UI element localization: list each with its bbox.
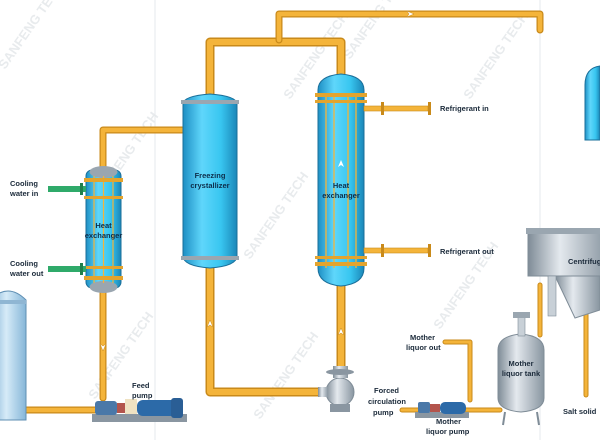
cooling-water-out-label-2: water out xyxy=(9,269,44,278)
heat-exchanger-left-label-2: exchanger xyxy=(85,231,123,240)
heat-exchanger-main xyxy=(315,73,431,287)
salt-solid-label: Salt solid xyxy=(563,407,597,416)
refrigerant-out-label: Refrigerant out xyxy=(440,247,494,256)
upper-right-tank xyxy=(584,65,600,141)
mother-liquor-tank-label-1: Mother xyxy=(509,359,534,368)
watermarks: SANFENG TECH SANFENG TECH SANFENG TECH S… xyxy=(0,0,531,422)
heat-exchanger-left-label-1: Heat xyxy=(95,221,112,230)
feed-pump-label-2: pump xyxy=(132,391,153,400)
forced-circulation-pump-label-3: pump xyxy=(373,408,394,417)
refrigerant-in-nozzle xyxy=(363,105,429,112)
centrifuge xyxy=(526,228,600,319)
refrigerant-out-nozzle xyxy=(363,247,429,254)
mother-liquor-tank-label-2: liquor tank xyxy=(502,369,541,378)
watermark: SANFENG TECH xyxy=(240,169,311,262)
flow-arrows xyxy=(99,10,415,352)
heat-exchanger-left xyxy=(48,166,123,293)
centrifuge-label: Centrifug xyxy=(568,257,600,266)
watermark: SANFENG TECH xyxy=(0,0,66,72)
cooling-water-out-label-1: Cooling xyxy=(10,259,38,268)
heat-exchanger-main-label-2: exchanger xyxy=(322,191,360,200)
feed-pump xyxy=(92,398,187,422)
watermark: SANFENG TECH xyxy=(250,329,321,422)
flow-arrow-icon xyxy=(337,327,345,336)
refrigerant-in-label: Refrigerant in xyxy=(440,104,489,113)
mother-liquor-tank xyxy=(497,312,545,426)
cooling-water-out-nozzle xyxy=(48,266,86,272)
feed-tank xyxy=(0,290,27,421)
mother-liquor-pump-label-2: liquor pump xyxy=(426,427,470,436)
heat-exchanger-main-label-1: Heat xyxy=(333,181,350,190)
flow-arrow-icon xyxy=(338,160,344,167)
watermark: SANFENG TECH xyxy=(460,9,531,102)
forced-circulation-pump-label-2: circulation xyxy=(368,397,406,406)
cooling-water-in-label-1: Cooling xyxy=(10,179,38,188)
mother-liquor-out-label-1: Mother xyxy=(410,333,435,342)
labels: Cooling water in Cooling water out Heat … xyxy=(9,104,600,436)
freezing-crystallizer-label-2: crystallizer xyxy=(190,181,229,190)
forced-circulation-pump-label-1: Forced xyxy=(374,386,399,395)
forced-circulation-pump xyxy=(318,366,355,412)
feed-pump-label-1: Feed xyxy=(132,381,150,390)
flow-arrow-icon xyxy=(406,10,415,18)
flow-arrow-icon xyxy=(206,319,214,328)
cooling-water-in-label-2: water in xyxy=(9,189,39,198)
freezing-crystallizer xyxy=(181,93,239,269)
mother-liquor-pump-label-1: Mother xyxy=(436,417,461,426)
mother-liquor-pump xyxy=(415,402,469,418)
freezing-crystallizer-label-1: Freezing xyxy=(195,171,226,180)
watermark: SANFENG TECH xyxy=(340,0,411,62)
flow-arrow-icon xyxy=(99,343,107,352)
mother-liquor-out-label-2: liquor out xyxy=(406,343,441,352)
cooling-water-in-nozzle xyxy=(48,186,86,192)
